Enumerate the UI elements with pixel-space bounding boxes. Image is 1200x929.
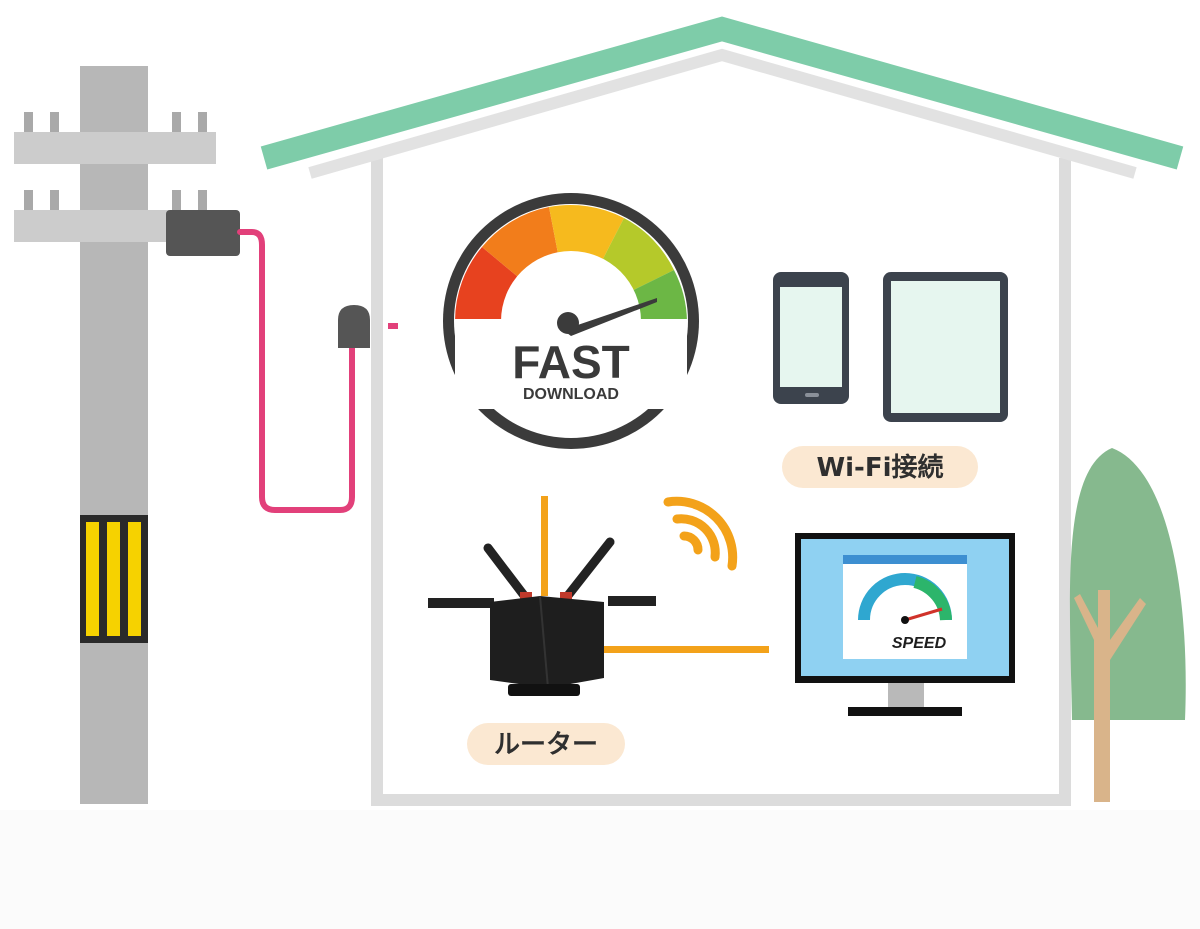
monitor-gauge [858, 573, 952, 624]
gauge-subtitle: DOWNLOAD [523, 386, 619, 403]
wifi-icon [663, 496, 738, 571]
roof-shadow [308, 48, 1137, 179]
gauge-needle [563, 298, 657, 336]
monitor-icon: SPEED [795, 533, 1015, 716]
tablet-icon [883, 272, 1008, 422]
smartphone-icon [773, 272, 849, 404]
gauge-inner-face [501, 251, 641, 321]
wifi-label-text: Wi-Fi接続 [816, 452, 943, 483]
monitor-speed-text: SPEED [892, 635, 947, 652]
insulators [24, 112, 207, 210]
roof [260, 16, 1184, 170]
utility-pole [14, 66, 240, 804]
ethernet-cable [603, 646, 769, 653]
tree [1069, 448, 1186, 802]
gauge-title: FAST [512, 336, 630, 388]
wall-outlet [338, 305, 398, 348]
router-label: ルーター [467, 723, 625, 765]
ground [0, 810, 1200, 929]
house-wall [371, 158, 1071, 806]
pole-shaft [80, 66, 148, 804]
house [260, 16, 1184, 806]
crossarm-top [14, 132, 216, 164]
speed-gauge-icon: FAST DOWNLOAD [443, 193, 699, 449]
router-icon [428, 496, 769, 696]
router-label-text: ルーター [494, 730, 598, 760]
fiber-cable [237, 229, 355, 513]
wifi-connection-label: Wi-Fi接続 [782, 446, 978, 488]
antenna-top-line [541, 496, 548, 596]
pole-warning-sign [80, 515, 148, 643]
optical-terminal [166, 210, 240, 256]
